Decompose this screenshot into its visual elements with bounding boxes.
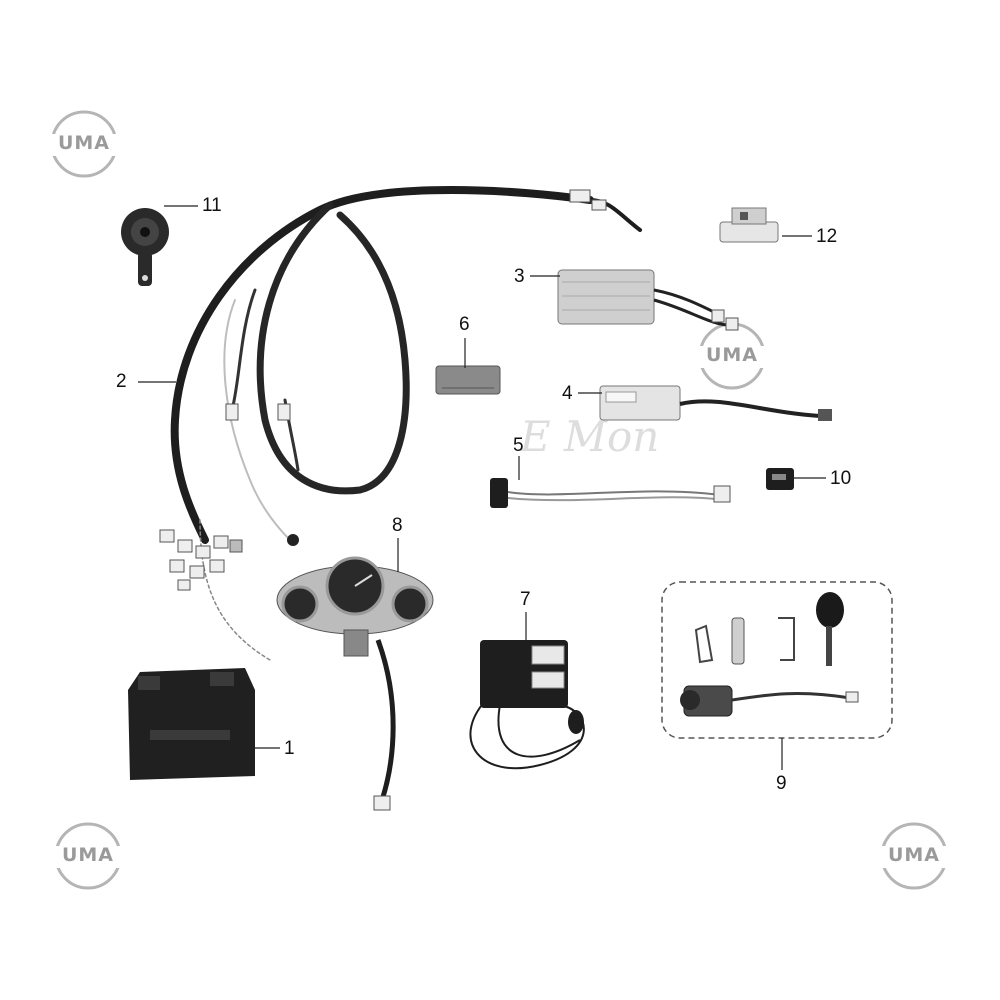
battery-part	[128, 668, 255, 780]
uma-logo-bottom-right: UMA	[878, 820, 950, 892]
callout-12: 12	[816, 226, 838, 247]
callout-10: 10	[830, 468, 852, 489]
horn-part	[121, 208, 169, 286]
callout-6: 6	[459, 314, 470, 335]
uma-logo-bottom-left: UMA	[52, 820, 124, 892]
callout-1: 1	[284, 738, 295, 759]
sensor-part	[766, 468, 794, 490]
callout-5: 5	[513, 435, 524, 456]
switch-part	[490, 478, 731, 508]
uma-logo-top-left: UMA	[48, 108, 120, 180]
logo-ring-icon	[50, 110, 118, 178]
instrument-cluster-part	[276, 556, 434, 811]
callout-9: 9	[776, 773, 787, 794]
callout-4: 4	[562, 383, 573, 404]
callout-3: 3	[514, 266, 525, 287]
converter-part	[599, 385, 832, 421]
logo-text: UMA	[887, 844, 941, 866]
alarm-unit-part	[469, 640, 585, 770]
logo-text: UMA	[705, 344, 759, 366]
callout-11: 11	[202, 195, 222, 216]
logo-text: UMA	[57, 132, 111, 154]
leader-lines	[138, 205, 826, 770]
logo-ring-icon	[54, 822, 122, 890]
callout-7: 7	[520, 589, 531, 610]
flasher-relay-part	[435, 365, 501, 395]
ignition-lock-set-part	[661, 581, 893, 739]
logo-ring-icon	[880, 822, 948, 890]
harness-connectors	[159, 189, 607, 591]
callout-8: 8	[392, 515, 403, 536]
relay-module-part	[719, 207, 779, 243]
callout-2: 2	[116, 371, 127, 392]
controller-part	[557, 269, 739, 331]
logo-text: UMA	[61, 844, 115, 866]
